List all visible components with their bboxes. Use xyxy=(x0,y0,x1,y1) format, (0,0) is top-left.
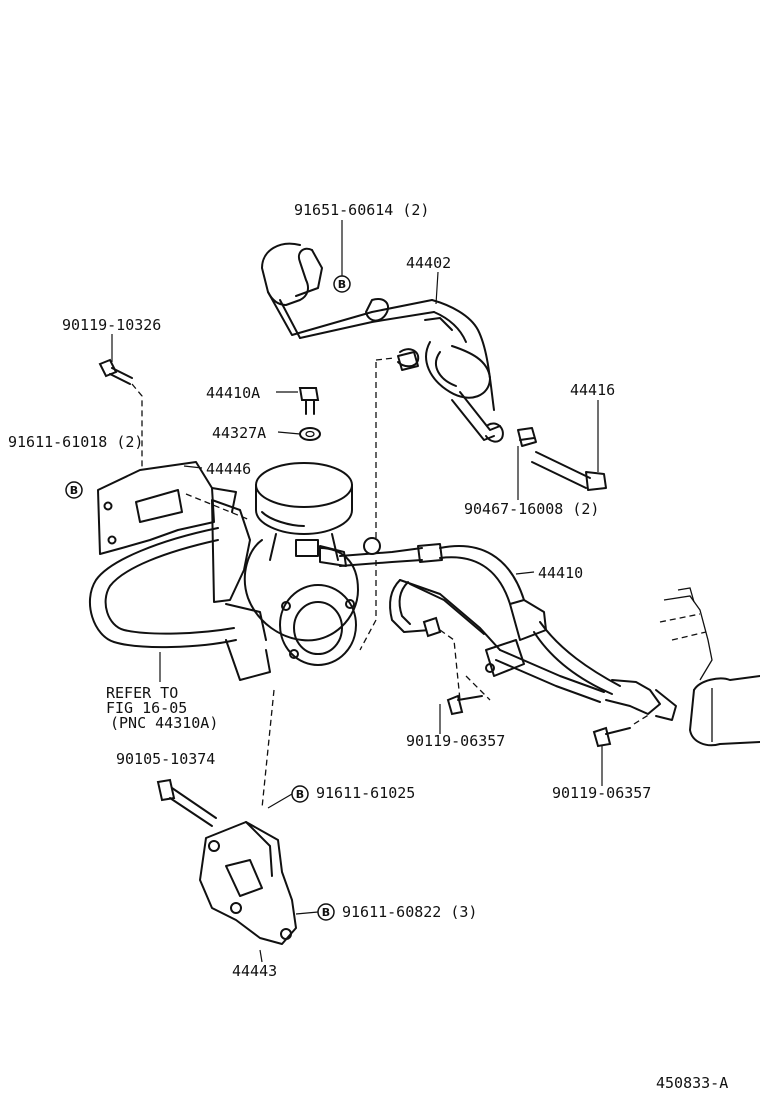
refer-line-2: FIG 16-05 xyxy=(106,699,187,717)
bracket-44443 xyxy=(199,821,297,945)
bracket-44446 xyxy=(97,461,237,555)
pump-body xyxy=(225,539,359,681)
badge-b-91611-60822: B xyxy=(317,903,335,921)
bolt-90119-06357-right xyxy=(592,726,631,748)
label-44410: 44410 xyxy=(538,564,583,582)
bolt-90105-10374 xyxy=(156,778,217,827)
svg-text:B: B xyxy=(296,788,304,801)
svg-text:B: B xyxy=(338,278,346,291)
dashed-guides xyxy=(131,357,651,809)
hose-clip-upper xyxy=(397,351,419,371)
label-90119-06357-mid: 90119-06357 xyxy=(406,732,505,750)
pump-rear-bracket xyxy=(211,499,267,641)
steering-gear-partial xyxy=(659,587,760,747)
label-44327A: 44327A xyxy=(212,424,266,442)
drive-belt xyxy=(88,527,237,649)
refer-line-3: (PNC 44310A) xyxy=(110,714,218,732)
label-90467-16008: 90467-16008 (2) xyxy=(464,500,599,518)
bolt-90119-06357-mid xyxy=(446,694,483,716)
hose-clip-lower xyxy=(517,427,537,447)
washer-44327A xyxy=(299,427,321,441)
badge-b-91611-61018: B xyxy=(65,481,83,499)
label-44402: 44402 xyxy=(406,254,451,272)
bolt-pipe-fitting xyxy=(422,616,442,638)
leader-lines xyxy=(111,220,603,963)
badge-b-91611-61025: B xyxy=(291,785,309,803)
label-91651-60614: 91651-60614 (2) xyxy=(294,201,429,219)
svg-text:B: B xyxy=(70,484,78,497)
label-44443: 44443 xyxy=(232,962,277,980)
bolt-44410A xyxy=(298,387,320,415)
label-90119-10326: 90119-10326 xyxy=(62,316,161,334)
svg-text:B: B xyxy=(322,906,330,919)
refer-line-1: REFER TO xyxy=(106,684,178,702)
return-pipe-44416 xyxy=(531,451,607,491)
pressure-hose-44410 xyxy=(319,537,677,721)
pump-reservoir xyxy=(255,462,353,561)
label-91611-61025: 91611-61025 xyxy=(316,784,415,802)
label-90119-06357-right: 90119-06357 xyxy=(552,784,651,802)
badge-b-91651: B xyxy=(333,275,351,293)
label-90105-10374: 90105-10374 xyxy=(116,750,215,768)
label-44410A: 44410A xyxy=(206,384,260,402)
figure-id: 450833-A xyxy=(656,1074,728,1092)
bolt-90119-10326 xyxy=(98,358,133,385)
label-91611-61018: 91611-61018 (2) xyxy=(8,433,143,451)
label-91611-60822: 91611-60822 (3) xyxy=(342,903,477,921)
label-44446: 44446 xyxy=(206,460,251,478)
label-44416: 44416 xyxy=(570,381,615,399)
return-hose-assembly xyxy=(261,242,504,443)
